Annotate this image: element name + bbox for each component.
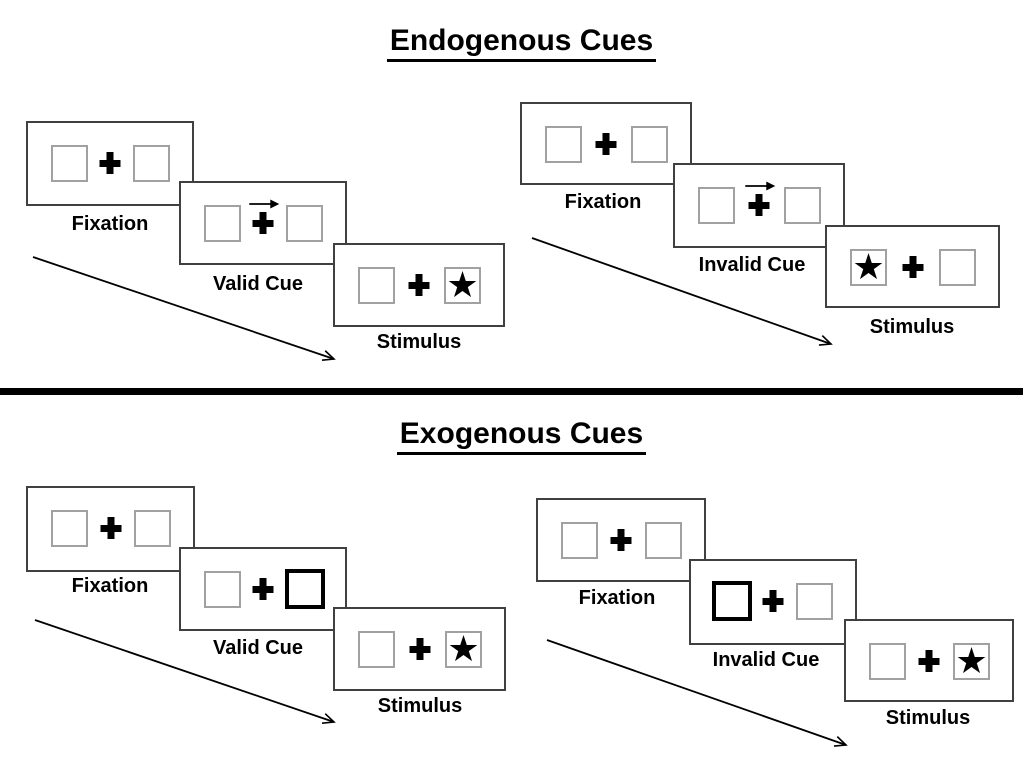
left-placeholder-box — [204, 571, 241, 608]
right-placeholder-box — [939, 249, 976, 286]
left-placeholder-box — [698, 187, 735, 224]
cue-screen-panel — [673, 163, 845, 248]
section-title: Exogenous Cues — [396, 417, 647, 455]
left-placeholder-box — [358, 267, 395, 304]
fixation-cross-icon — [252, 578, 274, 600]
left-placeholder-box — [51, 510, 88, 547]
fixation-cross-icon — [762, 590, 784, 612]
left-placeholder-box — [712, 581, 752, 621]
panel-label: Invalid Cue — [712, 649, 820, 671]
fixation-cross-icon — [409, 638, 430, 660]
right-placeholder-box — [631, 126, 668, 163]
fixation-cross-icon — [610, 529, 632, 551]
left-placeholder-box — [51, 145, 88, 182]
section-divider — [0, 388, 1023, 395]
fixation-screen-panel — [536, 498, 706, 582]
panel-label: Fixation — [578, 587, 656, 609]
panel-label: Fixation — [564, 191, 642, 213]
right-placeholder-box — [444, 267, 481, 304]
panel-label: Fixation — [71, 575, 149, 597]
left-placeholder-box — [358, 631, 395, 668]
right-placeholder-box — [134, 510, 171, 547]
fixation-cross-icon — [100, 517, 121, 539]
fixation-screen-panel — [26, 486, 195, 572]
fixation-cross-icon — [748, 194, 770, 216]
cue-arrow-icon — [745, 181, 776, 191]
cue-screen-panel — [179, 547, 347, 631]
right-placeholder-box — [445, 631, 482, 668]
left-placeholder-box — [204, 205, 241, 242]
section-title: Endogenous Cues — [386, 24, 657, 62]
cue-arrow-icon — [249, 199, 280, 209]
panel-label: Stimulus — [376, 331, 462, 353]
left-placeholder-box — [869, 643, 906, 680]
panel-label: Stimulus — [869, 316, 955, 338]
exogenous-section-title-row: Exogenous Cues — [20, 417, 1023, 455]
right-placeholder-box — [796, 583, 833, 620]
panel-label: Invalid Cue — [698, 254, 806, 276]
right-placeholder-box — [133, 145, 170, 182]
fixation-screen-panel — [520, 102, 692, 185]
fixation-cross-icon — [99, 152, 121, 174]
stimulus-screen-panel — [333, 243, 505, 327]
fixation-cross-icon — [595, 133, 617, 155]
panel-label: Stimulus — [377, 695, 463, 717]
fixation-cross-icon — [252, 212, 274, 234]
fixation-cross-icon — [918, 650, 940, 672]
left-placeholder-box — [545, 126, 582, 163]
panel-label: Stimulus — [885, 707, 971, 729]
right-placeholder-box — [285, 569, 325, 609]
left-placeholder-box — [561, 522, 598, 559]
cue-screen-panel — [179, 181, 347, 265]
stimulus-screen-panel — [844, 619, 1014, 702]
right-placeholder-box — [784, 187, 821, 224]
cue-screen-panel — [689, 559, 857, 645]
right-placeholder-box — [286, 205, 323, 242]
fixation-cross-icon — [408, 274, 430, 296]
stimulus-screen-panel — [333, 607, 506, 691]
left-placeholder-box — [850, 249, 887, 286]
stimulus-screen-panel — [825, 225, 1000, 308]
endogenous-section-title-row: Endogenous Cues — [20, 24, 1023, 62]
panel-label: Valid Cue — [212, 637, 304, 659]
right-placeholder-box — [645, 522, 682, 559]
right-placeholder-box — [953, 643, 990, 680]
fixation-cross-icon — [902, 256, 923, 278]
panel-label: Fixation — [71, 213, 149, 235]
fixation-screen-panel — [26, 121, 194, 206]
panel-label: Valid Cue — [212, 273, 304, 295]
